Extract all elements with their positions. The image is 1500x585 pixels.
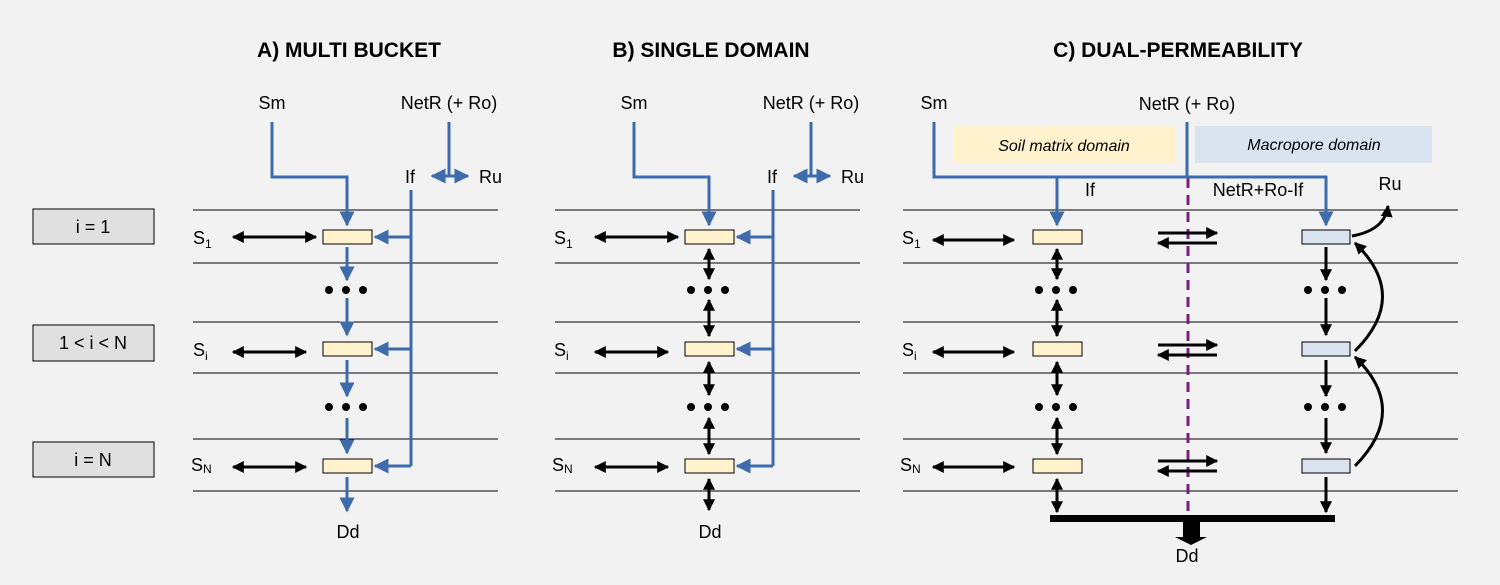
panel-c-macropore-bucket-n — [1301, 458, 1351, 474]
panel-c-macropore-bucket-i — [1301, 341, 1351, 357]
panel-c-storage-label: SN — [900, 455, 921, 476]
panel-c-netr-ro-if-label: NetR+Ro-If — [1213, 180, 1305, 200]
panel-c-sm-label: Sm — [921, 93, 948, 113]
panel-b-netr-label: NetR (+ Ro) — [763, 93, 860, 113]
panel-a-sm-label: Sm — [259, 93, 286, 113]
panel-a-storage-label: Si — [193, 340, 208, 363]
panel-a-bucket-i — [322, 341, 373, 357]
drainage-outlet-arrow — [1175, 522, 1207, 545]
panel-b-title: B) SINGLE DOMAIN — [612, 39, 809, 62]
panel-a-storage-label: SN — [191, 455, 212, 476]
panel-c-ellipsis-dots — [1035, 286, 1346, 411]
panel-b-bucket-1 — [684, 229, 735, 245]
panel-b-if-label: If — [767, 167, 778, 187]
panel-b-bucket-n — [684, 458, 735, 474]
panel-b-sm-label: Sm — [621, 93, 648, 113]
layer-box-middle — [32, 324, 155, 362]
panel-b-storage-label: S1 — [554, 228, 573, 251]
panel-a-if-label: If — [405, 167, 416, 187]
panel-b-storage-label: SN — [552, 455, 573, 476]
panel-c-macropore-bucket-1 — [1301, 229, 1351, 245]
panel-a-netr-label: NetR (+ Ro) — [401, 93, 498, 113]
layer-box-last — [32, 441, 155, 478]
panel-b-ru-label: Ru — [841, 167, 864, 187]
macropore-domain-band — [1195, 126, 1432, 163]
panel-c-ru-label: Ru — [1378, 174, 1401, 194]
panel-b-storage-label: Si — [554, 340, 569, 363]
panel-b-bucket-i — [684, 341, 735, 357]
panel-c-flow-arrows — [932, 122, 1334, 227]
panel-c-matrix-bucket-n — [1032, 458, 1083, 474]
panel-b-ellipsis-dots — [687, 286, 729, 411]
panel-multi-bucket: A) MULTI BUCKET Sm NetR (+ Ro) If Ru Dd — [191, 39, 502, 542]
panel-a-ellipsis-dots — [325, 286, 367, 411]
panel-b-dd-label: Dd — [698, 522, 721, 542]
panel-a-dd-label: Dd — [336, 522, 359, 542]
panel-c-layer-lines — [903, 209, 1458, 492]
panel-a-bucket-1 — [322, 229, 373, 245]
panel-c-storage-label: S1 — [902, 228, 921, 251]
panel-b-flow-arrows — [632, 122, 832, 474]
panel-c-matrix-bucket-i — [1032, 341, 1083, 357]
panel-b-vertical-exchange-arrows — [593, 231, 715, 512]
panel-a-title: A) MULTI BUCKET — [257, 39, 441, 62]
panel-c-title: C) DUAL-PERMEABILITY — [1053, 39, 1303, 62]
layer-box-last-label: i = N — [74, 450, 112, 470]
soil-matrix-domain-band — [953, 126, 1176, 163]
layer-index-boxes: i = 1 1 < i < N i = N — [32, 208, 155, 478]
layer-box-first-label: i = 1 — [76, 217, 111, 237]
panel-a-storage-arrows — [231, 231, 318, 473]
panel-a-storage-label: S1 — [193, 228, 212, 251]
panel-c-exchange-arrows — [931, 204, 1393, 514]
panel-c-matrix-bucket-1 — [1032, 229, 1083, 245]
layer-box-middle-label: 1 < i < N — [59, 333, 127, 353]
panel-single-domain: B) SINGLE DOMAIN Sm NetR (+ Ro) If Ru Dd — [552, 39, 864, 542]
layer-box-first — [32, 208, 155, 245]
panel-c-netr-label: NetR (+ Ro) — [1139, 94, 1236, 114]
panel-c-if-label: If — [1085, 180, 1096, 200]
panel-a-flow-arrows — [270, 122, 470, 513]
panel-c-dd-label: Dd — [1175, 546, 1198, 566]
panel-a-ru-label: Ru — [479, 167, 502, 187]
soil-matrix-domain-label: Soil matrix domain — [998, 138, 1130, 155]
drainage-collector-bar — [1050, 515, 1335, 522]
panel-c-storage-label: Si — [902, 340, 917, 363]
panel-dual-permeability: C) DUAL-PERMEABILITY Sm NetR (+ Ro) Soil… — [900, 39, 1458, 566]
panel-a-bucket-n — [322, 458, 373, 474]
macropore-domain-label: Macropore domain — [1247, 137, 1381, 154]
